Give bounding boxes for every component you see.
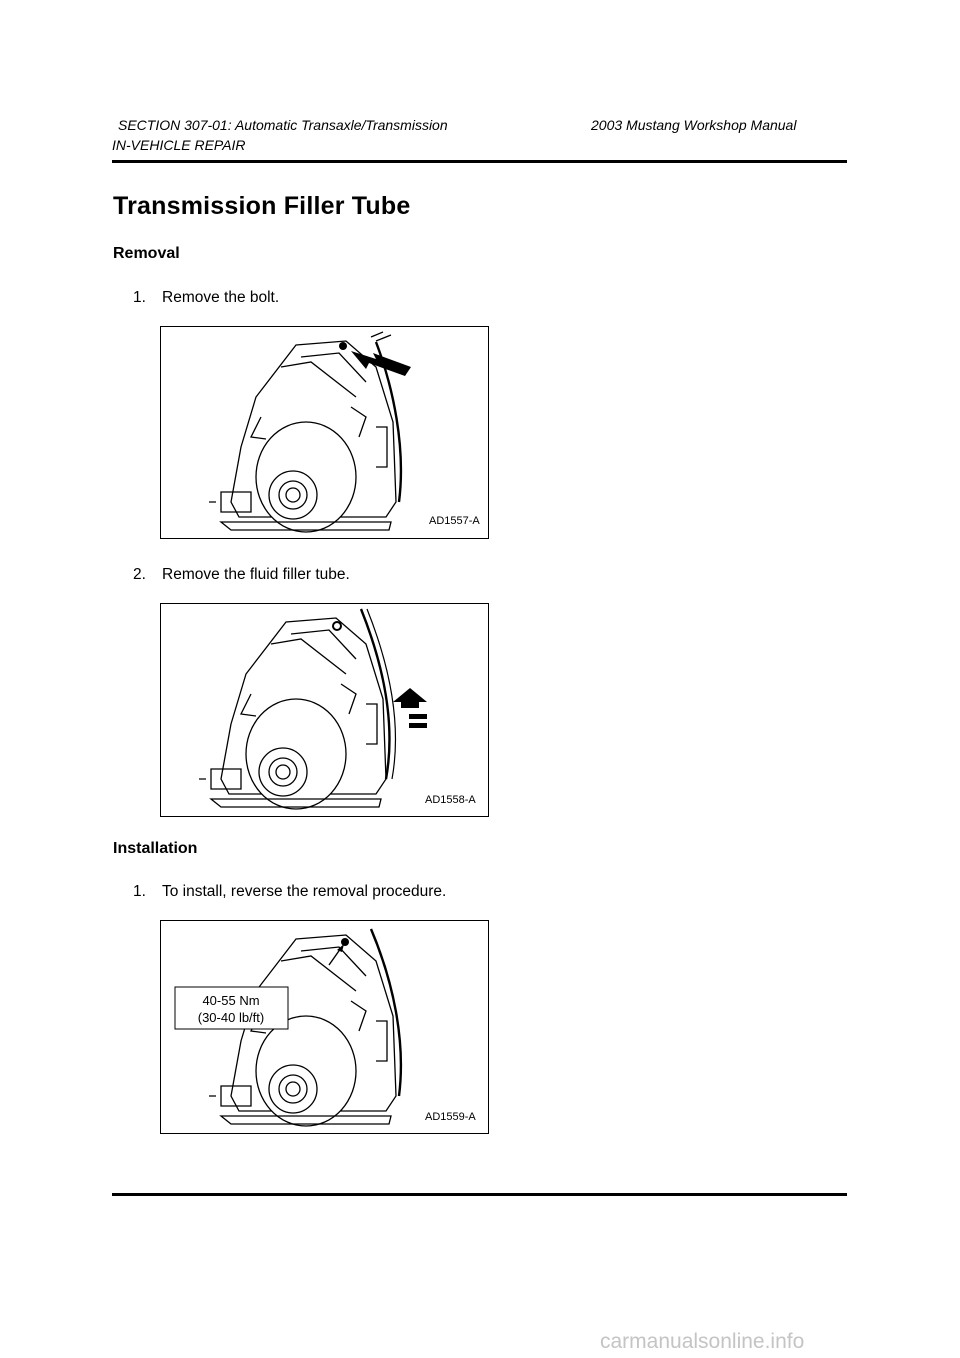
installation-step-1: 1. To install, reverse the removal proced…: [133, 883, 446, 901]
torque-metric: 40-55 Nm: [202, 993, 259, 1008]
figure-id: AD1558-A: [425, 794, 476, 806]
figure-id: AD1557-A: [429, 515, 480, 527]
step-text: Remove the fluid filler tube.: [162, 566, 350, 583]
figure-remove-bolt: AD1557-A: [160, 326, 489, 539]
torque-imperial: (30-40 lb/ft): [198, 1010, 264, 1025]
removal-step-2: 2. Remove the fluid filler tube.: [133, 566, 350, 584]
page-title: Transmission Filler Tube: [113, 192, 411, 220]
transmission-drawing: AD1557-A: [209, 331, 480, 533]
header-section: SECTION 307-01: Automatic Transaxle/Tran…: [118, 117, 448, 133]
step-number: 1.: [133, 883, 146, 900]
installation-heading: Installation: [113, 840, 198, 857]
transmission-drawing: AD1558-A: [199, 608, 476, 810]
removal-step-1: 1. Remove the bolt.: [133, 289, 279, 307]
removal-heading: Removal: [113, 245, 180, 262]
figure-install-torque: 40-55 Nm (30-40 lb/ft) AD1559-A: [160, 920, 489, 1134]
header-rule: [112, 160, 847, 163]
header-manual: 2003 Mustang Workshop Manual: [591, 117, 797, 133]
step-number: 2.: [133, 566, 146, 583]
figure-id: AD1559-A: [425, 1111, 476, 1123]
figure-remove-tube: AD1558-A: [160, 603, 489, 817]
transmission-drawing: 40-55 Nm (30-40 lb/ft) AD1559-A: [174, 928, 476, 1127]
step-text: To install, reverse the removal procedur…: [162, 883, 447, 900]
footer-rule: [112, 1193, 847, 1196]
header-subsection: IN-VEHICLE REPAIR: [112, 137, 246, 153]
step-number: 1.: [133, 289, 146, 306]
step-text: Remove the bolt.: [162, 289, 280, 306]
watermark: carmanualsonline.info: [600, 1330, 805, 1353]
